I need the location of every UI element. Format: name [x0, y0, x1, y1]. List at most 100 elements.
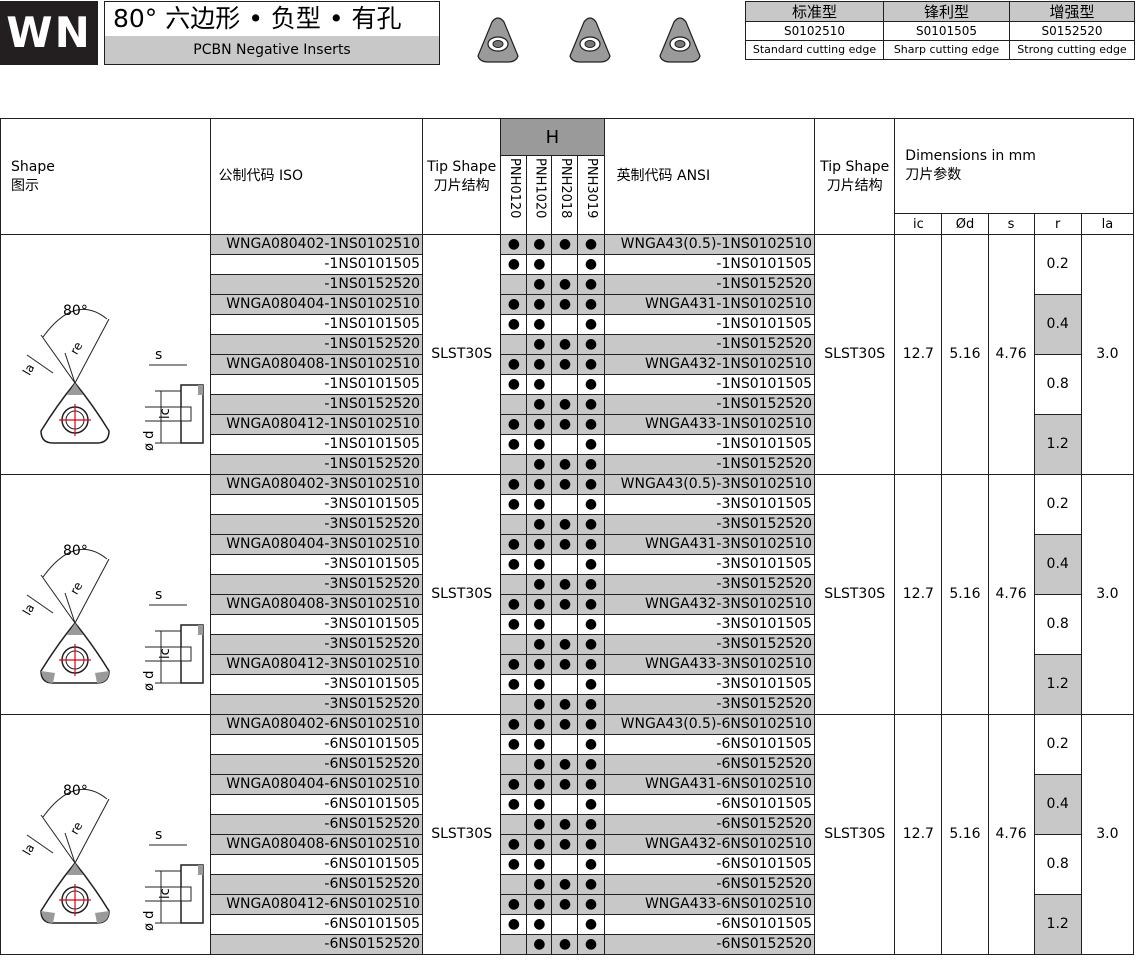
grade-availability: [500, 574, 528, 595]
dim-d: 5.16: [941, 474, 989, 715]
ansi-code: -6NS0152520: [603, 814, 816, 835]
grade-availability: ●: [526, 494, 553, 515]
tip-shape-2: SLST30S: [814, 714, 896, 955]
tip-header-cn: 刀片结构: [433, 177, 490, 194]
grade-availability: ●: [500, 714, 528, 735]
table-row: WNGA080408-3NS0102510●●●●WNGA432-3NS0102…: [1, 594, 1134, 655]
grade-availability: ●: [577, 394, 605, 415]
table-row: -1NS0101505●●●-1NS0101505: [1, 374, 1134, 395]
grade-availability: ●: [526, 714, 553, 735]
grade-availability: [500, 514, 528, 535]
dims-header-cn: 刀片参数: [905, 167, 962, 183]
grade-availability: ●: [526, 814, 553, 835]
grade-availability: ●: [526, 834, 553, 855]
tip2-header-cn: 刀片结构: [826, 177, 883, 194]
grade-availability: ●: [500, 674, 528, 695]
ansi-code: WNGA43(0.5)-3NS0102510: [603, 474, 816, 495]
ansi-code: WNGA43(0.5)-6NS0102510: [603, 714, 816, 735]
insert-shape-drawing: 80° re la s ic ø d: [20, 543, 205, 691]
grade-availability: ●: [526, 634, 553, 655]
grade-label: PNH2018: [557, 158, 573, 219]
grade-availability: ●: [526, 414, 553, 435]
dims-header: Dimensions in mm 刀片参数: [894, 118, 1134, 214]
grade-availability: ●: [577, 594, 605, 615]
table-row: -1NS0101505●●●-1NS0101505: [1, 314, 1134, 335]
s-label: s: [155, 827, 162, 843]
grade-availability: ●: [526, 894, 553, 915]
grade-availability: ●: [577, 854, 605, 875]
grade-availability: ●: [526, 794, 553, 815]
grade-availability: ●: [500, 774, 528, 795]
iso-code: -6NS0101505: [209, 914, 424, 935]
grade-availability: ●: [526, 274, 553, 295]
dim-col-header: s: [987, 213, 1035, 235]
grade-availability: [500, 334, 528, 355]
grade-availability: [551, 314, 579, 335]
grade-availability: ●: [577, 354, 605, 375]
grade-availability: ●: [551, 334, 579, 355]
ansi-code: WNGA433-1NS0102510: [603, 414, 816, 435]
grade-availability: ●: [500, 614, 528, 635]
grade-availability: ●: [551, 454, 579, 475]
iso-code: -6NS0152520: [209, 874, 424, 895]
angle-label: 80°: [63, 783, 88, 799]
ic-label: ic: [158, 408, 173, 419]
table-row: -3NS0152520●●●-3NS0152520: [1, 634, 1134, 655]
ansi-code: WNGA431-6NS0102510: [603, 774, 816, 795]
iso-code: -3NS0152520: [209, 514, 424, 535]
grade-availability: ●: [577, 314, 605, 335]
grade-availability: ●: [577, 814, 605, 835]
table-row: -3NS0152520●●●-3NS0152520: [1, 694, 1134, 715]
grade-availability: ●: [526, 334, 553, 355]
iso-code: WNGA080404-6NS0102510: [209, 774, 424, 795]
iso-code: WNGA080404-1NS0102510: [209, 294, 424, 315]
dim-d: 5.16: [941, 234, 989, 475]
grade-availability: ●: [526, 314, 553, 335]
ansi-code: -6NS0101505: [603, 914, 816, 935]
grade-availability: ●: [526, 854, 553, 875]
tip-shape-2: SLST30S: [814, 474, 896, 715]
iso-code: -1NS0101505: [209, 374, 424, 395]
dim-s: 4.76: [987, 474, 1035, 715]
dim-r: 0.4: [1033, 294, 1082, 355]
grade-availability: ●: [526, 354, 553, 375]
grade-availability: [551, 254, 579, 275]
grade-availability: ●: [500, 734, 528, 755]
ansi-code: -1NS0152520: [603, 394, 816, 415]
tip-shape: SLST30S: [422, 234, 502, 475]
grade-availability: ●: [577, 634, 605, 655]
grade-availability: ●: [551, 274, 579, 295]
edge-type-cn: 增强型: [1009, 1, 1135, 22]
tip-shape: SLST30S: [422, 474, 502, 715]
grade-availability: ●: [577, 294, 605, 315]
grade-availability: ●: [526, 574, 553, 595]
grade-availability: ●: [500, 594, 528, 615]
ansi-code: WNGA432-3NS0102510: [603, 594, 816, 615]
insert-icon-sharp: [569, 17, 611, 63]
ansi-code: -3NS0101505: [603, 674, 816, 695]
grade-availability: ●: [577, 534, 605, 555]
grade-availability: ●: [577, 494, 605, 515]
grade-availability: ●: [551, 814, 579, 835]
grade-availability: ●: [577, 774, 605, 795]
dim-r: 1.2: [1033, 894, 1082, 955]
grade-label: PNH0120: [506, 158, 522, 219]
dims-header-en: Dimensions in mm: [905, 148, 1036, 164]
shape-header-en: Shape: [11, 158, 55, 175]
ansi-code: -3NS0101505: [603, 554, 816, 575]
ic-label: ic: [158, 888, 173, 899]
grade-availability: ●: [526, 734, 553, 755]
grade-availability: ●: [526, 454, 553, 475]
iso-code: WNGA080402-1NS0102510: [209, 234, 424, 255]
table-row: 80° re la s ic ø d WNGA080402-1NS0102510…: [0, 234, 1135, 475]
iso-code: -1NS0152520: [209, 274, 424, 295]
dim-r: 0.2: [1033, 234, 1082, 295]
table-row: WNGA080412-6NS0102510●●●●WNGA433-6NS0102…: [1, 894, 1134, 955]
iso-code: -3NS0101505: [209, 554, 424, 575]
grade-header: PNH3019: [577, 155, 605, 235]
iso-header: 公制代码 ISO: [209, 118, 424, 235]
ansi-code: WNGA432-6NS0102510: [603, 834, 816, 855]
grade-header: PNH2018: [551, 155, 579, 235]
